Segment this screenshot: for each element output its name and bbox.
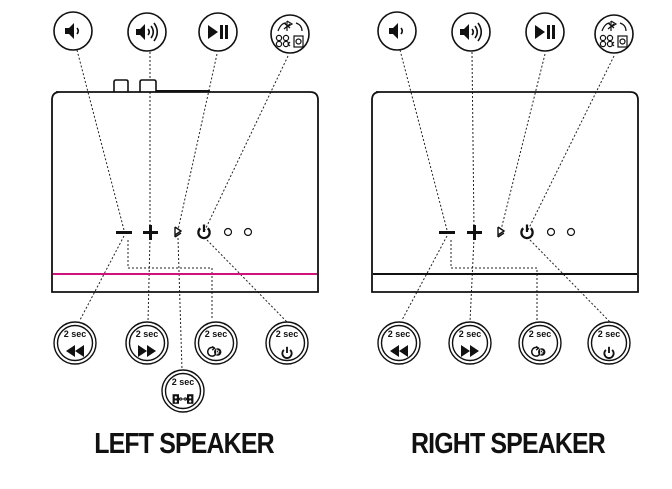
left-hold-next-track: 2 sec [125,321,169,365]
left-speaker-body [51,91,319,293]
right-play-pause-icon [525,12,565,52]
left-hold-label: 2 sec [172,377,195,387]
right-speaker-caption: RIGHT SPEAKER [411,428,606,460]
right-speaker-diagram: 2 sec 2 sec 2 sec 2 sec [371,11,639,365]
left-panel-plus-button [143,225,158,240]
left-panel-power-icon [197,223,211,240]
left-speaker-caption: LEFT SPEAKER [94,428,274,460]
right-hold-previous-track: 2 sec [377,321,421,365]
left-hold-label: 2 sec [276,329,299,339]
left-panel-minus-button [116,231,132,234]
left-speaker-top-button [113,79,129,92]
right-panel-power-icon [520,223,534,240]
right-hold-next-track: 2 sec [448,321,492,365]
left-speaker-leader-lines [76,49,289,371]
right-panel-minus-button [439,231,455,234]
left-hold-power: 2 sec [265,321,309,365]
right-speaker-leader-lines [399,49,615,323]
right-panel-plus-button [467,225,482,240]
right-panel-led [546,227,556,237]
left-panel-led [223,227,233,237]
right-panel-bluetooth-icon [497,226,505,238]
right-hold-power: 2 sec [587,321,631,365]
right-panel-led [566,227,576,237]
right-volume-up-icon [451,12,491,52]
left-hold-speaker-link: 2 sec [161,369,205,413]
left-volume-up-icon [127,12,167,52]
right-hold-bluetooth-reset: 2 sec [518,321,562,365]
right-speaker-body [371,91,639,293]
left-panel-bluetooth-icon [174,226,182,238]
right-volume-down-icon [377,11,417,51]
left-speaker-top-button [139,79,157,92]
left-volume-down-icon [53,11,93,51]
right-bluetooth-pairing-icon [594,14,634,54]
left-hold-label: 2 sec [205,329,228,339]
left-bluetooth-pairing-icon [270,14,310,54]
right-hold-label: 2 sec [388,329,411,339]
left-hold-label: 2 sec [64,329,87,339]
left-speaker-diagram: 2 sec 2 sec 2 sec 2 sec 2 sec [51,11,319,413]
left-play-pause-icon [198,12,238,52]
left-hold-label: 2 sec [136,329,159,339]
left-hold-bluetooth-reset: 2 sec [194,321,238,365]
left-panel-led [243,227,253,237]
left-hold-previous-track: 2 sec [53,321,97,365]
right-hold-label: 2 sec [529,329,552,339]
right-hold-label: 2 sec [598,329,621,339]
right-hold-label: 2 sec [459,329,482,339]
